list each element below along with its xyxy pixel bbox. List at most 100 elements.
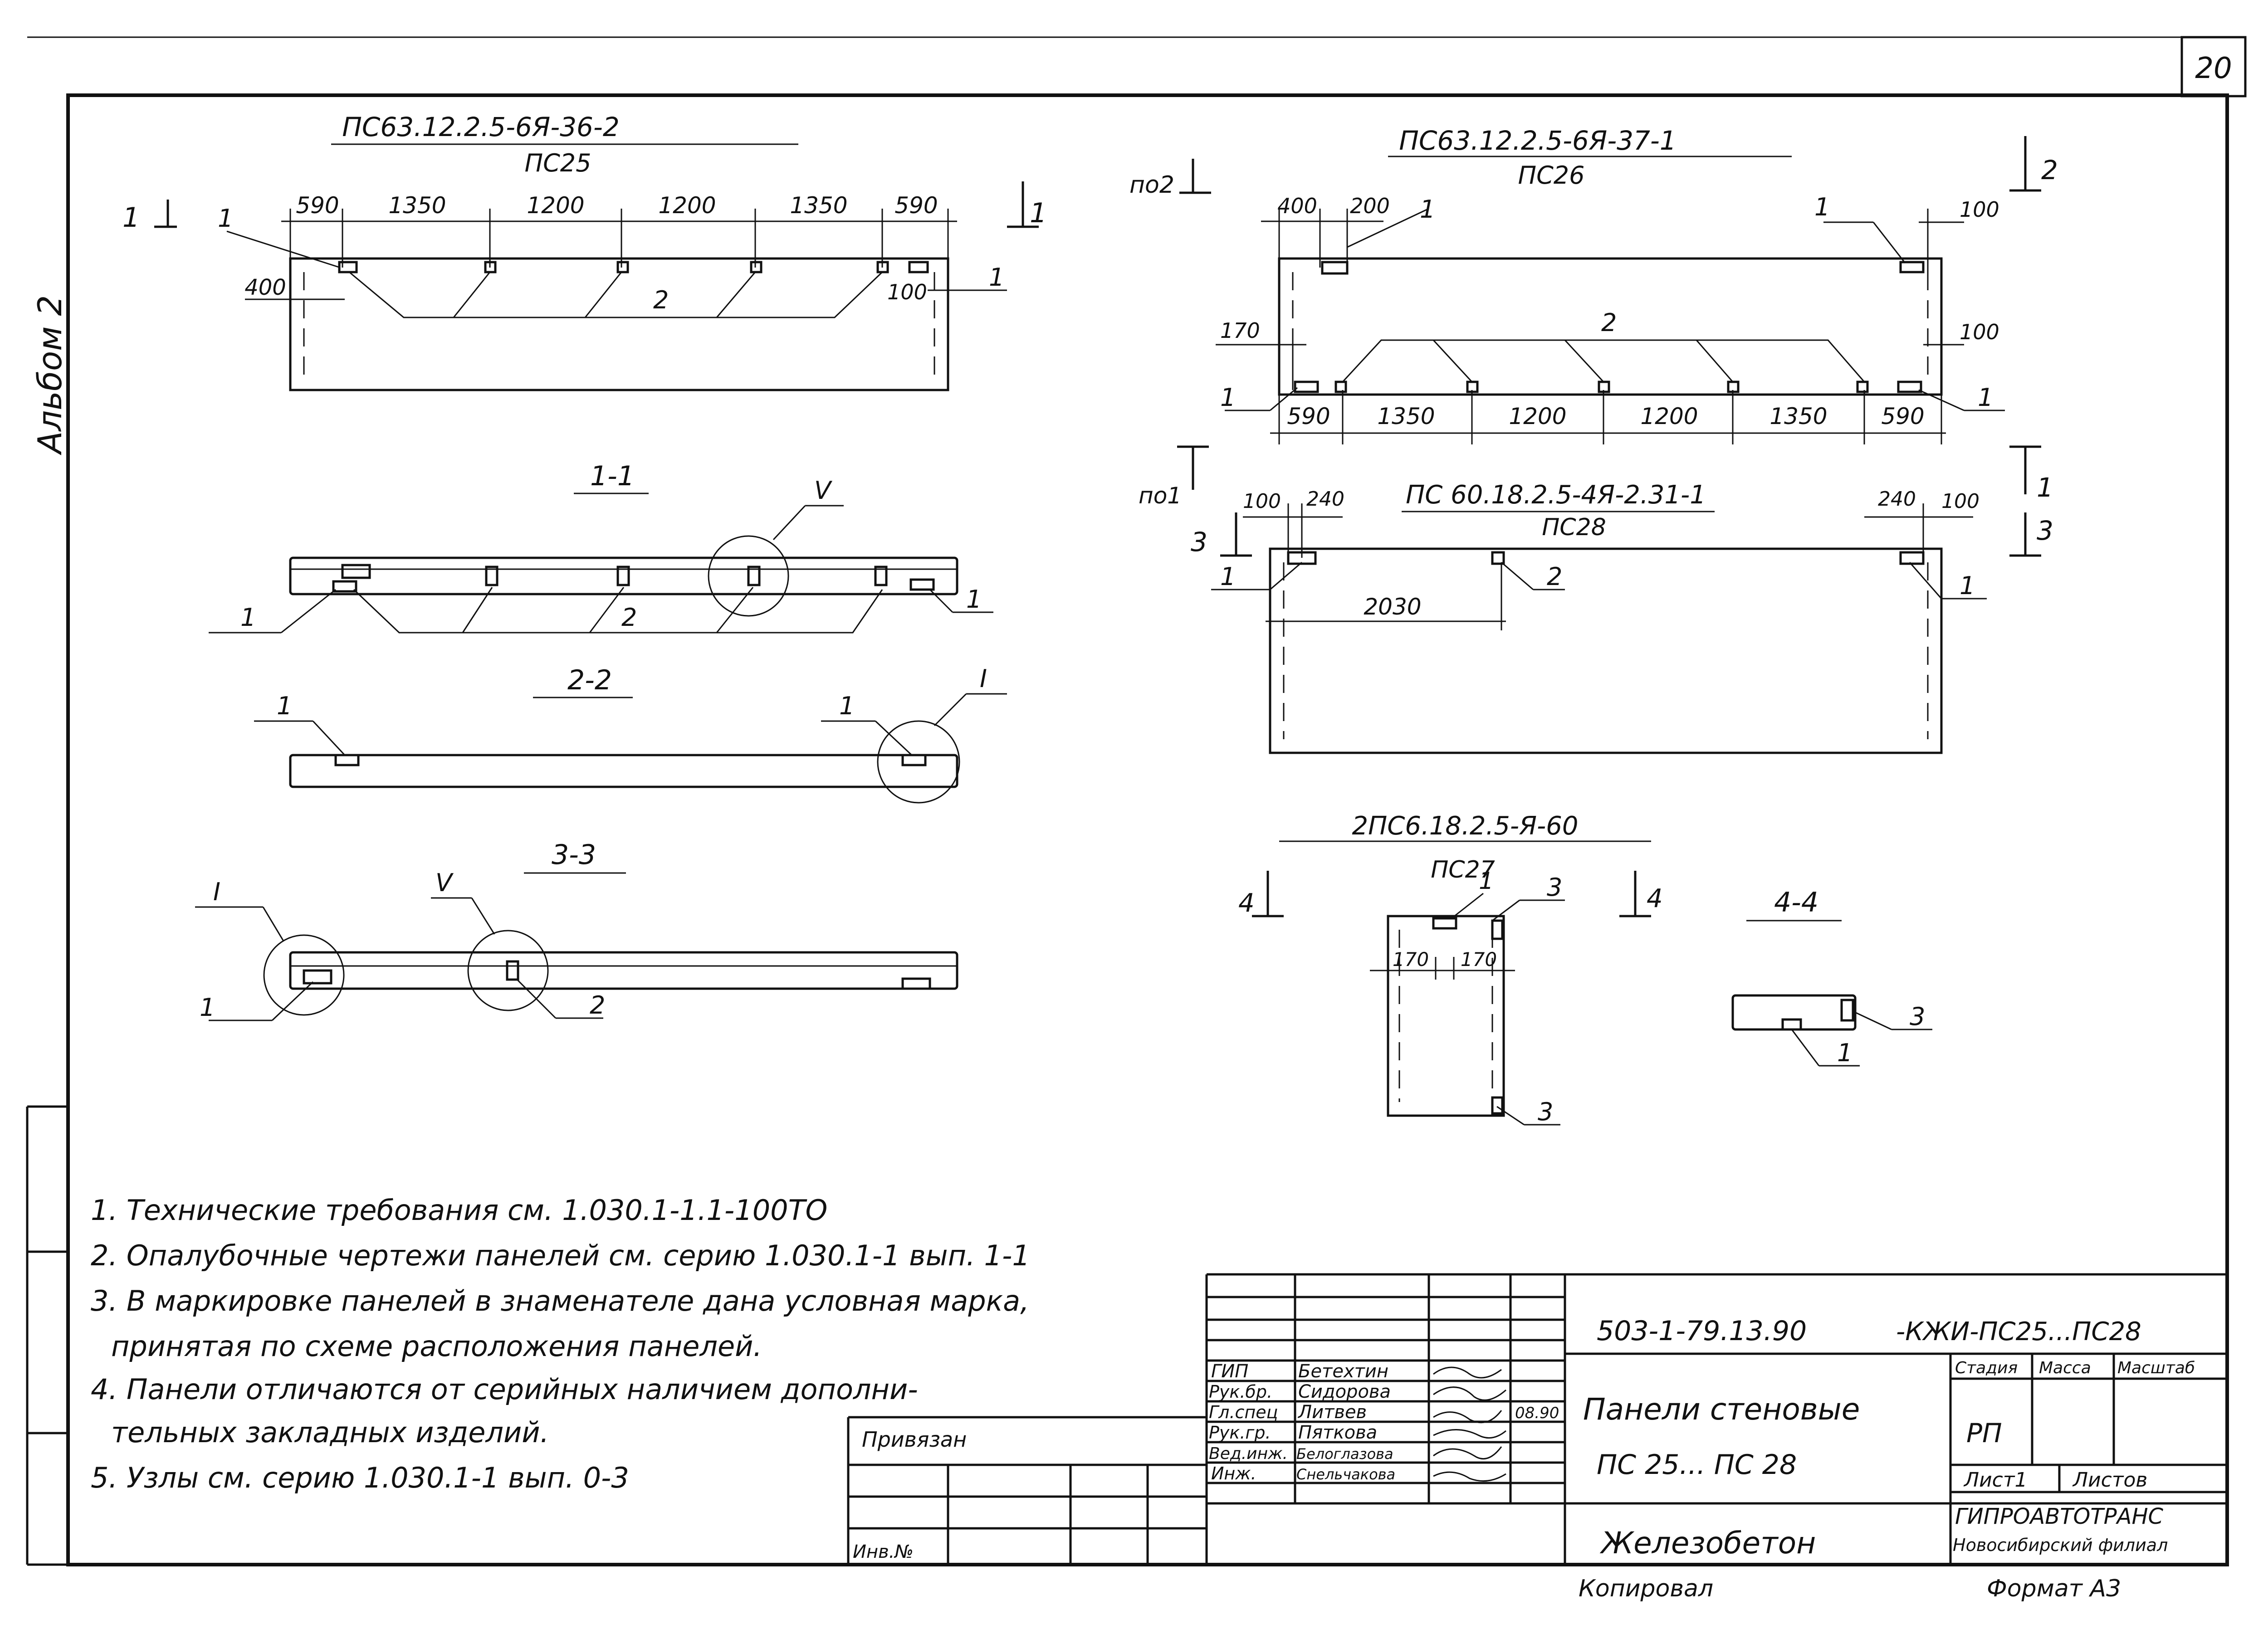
ps28-top-left-dim-2: 240 [1306, 488, 1344, 511]
ps26-callout-1-left: 1 [1220, 383, 1236, 412]
signer-role-2: Рук.бр. [1209, 1382, 1272, 1402]
stage-header: Стадия [1955, 1359, 2018, 1377]
ps26-left-dim: 170 [1220, 318, 1260, 343]
ps26-top-dim-1: 400 [1277, 194, 1317, 218]
section-4-4: 4-4 3 1 [1731, 887, 1932, 1067]
ps28-callout-2: 2 [1547, 562, 1562, 591]
signer-role-6: Инж. [1211, 1463, 1256, 1483]
signer-name-5: Белоглазова [1296, 1445, 1393, 1463]
section-4-4-callout-3: 3 [1910, 1002, 1925, 1031]
material: Железобетон [1599, 1526, 1816, 1561]
ps26-dim-6: 590 [1881, 403, 1924, 429]
format-label: Формат А3 [1987, 1575, 2121, 1602]
ps25-dim-4: 1200 [658, 192, 716, 219]
panel-ps27-elevation: 2ПС6.18.2.5-Я-60 ПС27 170 170 3 1 3 4 4 [1238, 811, 1663, 1126]
general-notes: 1. Технические требования см. 1.030.1-1.… [91, 1194, 1030, 1494]
ps25-callout-2: 2 [653, 286, 669, 314]
doc-suffix: -КЖИ-ПС25...ПС28 [1896, 1317, 2141, 1346]
ps26-dim-3: 1200 [1509, 403, 1566, 429]
signer-name-1: Бетехтин [1298, 1361, 1388, 1382]
sign-date: 08.90 [1515, 1404, 1559, 1422]
section-1-1-callout-1-right: 1 [966, 585, 982, 614]
panel-ps25-elevation: ПС63.12.2.5-6Я-36-2 ПС25 590 1350 1200 1… [122, 112, 1047, 391]
ps26-callout-1-top-right: 1 [1814, 193, 1830, 221]
section-2-2-node-mark: I [980, 664, 987, 693]
ps26-dim-1: 590 [1287, 403, 1330, 429]
ps25-side-dim-left: 400 [244, 275, 286, 300]
ps25-dim-1: 590 [296, 192, 339, 219]
ps27-section-mark-left: 4 [1238, 888, 1255, 918]
section-1-1-title: 1-1 [590, 460, 635, 492]
org-line-2: Новосибирский филиал [1953, 1535, 2168, 1555]
signer-name-3: Литвев [1297, 1402, 1367, 1423]
signer-role-3: Гл.спец [1209, 1402, 1278, 1422]
ps25-side-dim-right: 100 [887, 280, 927, 304]
section-3-3-title: 3-3 [552, 839, 596, 871]
note-1: 1. Технические требования см. 1.030.1-1.… [91, 1194, 827, 1227]
title-line-2: ПС 25... ПС 28 [1597, 1449, 1797, 1481]
ps28-callout-1-right: 1 [1960, 571, 1975, 600]
ps28-section-mark-right-3: 3 [2037, 515, 2053, 546]
ps25-section-mark-left: 1 [122, 202, 140, 234]
ps27-short: ПС27 [1431, 856, 1495, 883]
mass-header: Масса [2039, 1359, 2091, 1377]
title-line-1: Панели стеновые [1583, 1392, 1860, 1427]
signer-role-4: Рук.гр. [1209, 1423, 1271, 1443]
ps28-section-mark-left: 3 [1191, 527, 1207, 557]
ps26-mark: ПС63.12.2.5-6Я-37-1 [1399, 125, 1677, 156]
ps26-right-dim-2: 100 [1960, 320, 1999, 344]
ps27-callout-1: 1 [1479, 868, 1494, 895]
ps26-callout-1-top: 1 [1420, 195, 1435, 224]
note-4-cont: тельных закладных изделий. [111, 1416, 549, 1449]
ps28-top-right-dim-2: 100 [1941, 490, 1980, 513]
ps28-level-mark: по1 [1139, 483, 1182, 509]
ps26-dim-5: 1350 [1769, 403, 1827, 429]
sheets-label: Листов [2072, 1468, 2147, 1492]
ps28-section-mark-right-1: 1 [2037, 472, 2053, 503]
ps28-top-left-dim-1: 100 [1243, 490, 1281, 513]
ps27-mark: 2ПС6.18.2.5-Я-60 [1352, 811, 1579, 841]
note-4: 4. Панели отличаются от серийных наличие… [91, 1373, 918, 1406]
section-2-2-title: 2-2 [567, 664, 612, 696]
ps25-dim-2: 1350 [388, 192, 446, 219]
section-3-3-node-mark-i: I [213, 878, 220, 906]
signer-name-4: Пяткова [1298, 1422, 1377, 1443]
ps25-dim-5: 1350 [790, 192, 847, 219]
ps25-dim-6: 590 [894, 192, 938, 219]
panel-ps26-elevation: ПС63.12.2.5-6Я-37-1 ПС26 400 200 1 1 [1129, 125, 2058, 444]
ps26-callout-2: 2 [1601, 308, 1617, 337]
ps27-callout-3-bottom: 3 [1538, 1097, 1553, 1126]
inv-no-label: Инв.№ [853, 1541, 914, 1562]
section-1-1-callout-2: 2 [621, 603, 637, 632]
section-4-4-title: 4-4 [1774, 887, 1818, 918]
ps26-right-dim-1: 100 [1960, 197, 1999, 222]
section-2-2-callout-1-left: 1 [277, 692, 292, 720]
ps28-callout-1-left: 1 [1220, 562, 1236, 591]
stage-value: РП [1966, 1418, 2002, 1449]
signer-role-5: Вед.инж. [1209, 1444, 1288, 1463]
section-2-2: 2-2 I 1 1 [254, 664, 1007, 804]
album-label: Альбом 2 [31, 295, 69, 455]
ps28-base-dim: 2030 [1364, 594, 1421, 620]
note-2: 2. Опалубочные чертежи панелей см. серию… [91, 1239, 1030, 1272]
ps26-short: ПС26 [1518, 161, 1584, 190]
ps28-mark: ПС 60.18.2.5-4Я-2.31-1 [1406, 480, 1706, 510]
note-3: 3. В маркировке панелей в знаменателе да… [91, 1284, 1029, 1317]
org-line-1: ГИПРОАВТОТРАНС [1955, 1504, 2164, 1529]
ps28-short: ПС28 [1542, 514, 1606, 541]
copied-label: Копировал [1579, 1575, 1713, 1602]
section-1-1: 1-1 V 1 2 1 [209, 460, 993, 634]
ps27-dim-2: 170 [1461, 948, 1497, 971]
section-3-3-callout-2: 2 [590, 991, 605, 1019]
signer-role-1: ГИП [1211, 1361, 1248, 1382]
section-1-1-callout-1-left: 1 [240, 603, 256, 632]
ps25-mark: ПС63.12.2.5-6Я-36-2 [342, 112, 620, 142]
panel-ps28-elevation: ПС 60.18.2.5-4Я-2.31-1 ПС28 100 240 240 … [1139, 445, 2053, 754]
signature-scribbles [1433, 1366, 1506, 1482]
ps28-top-right-dim-1: 240 [1878, 488, 1916, 511]
scale-header: Масштаб [2117, 1359, 2195, 1377]
section-1-1-node-mark: V [814, 476, 833, 505]
privyazan-label: Привязан [862, 1427, 967, 1452]
signer-name-6: Снельчакова [1296, 1466, 1395, 1483]
ps25-section-mark-right: 1 [1030, 197, 1047, 229]
